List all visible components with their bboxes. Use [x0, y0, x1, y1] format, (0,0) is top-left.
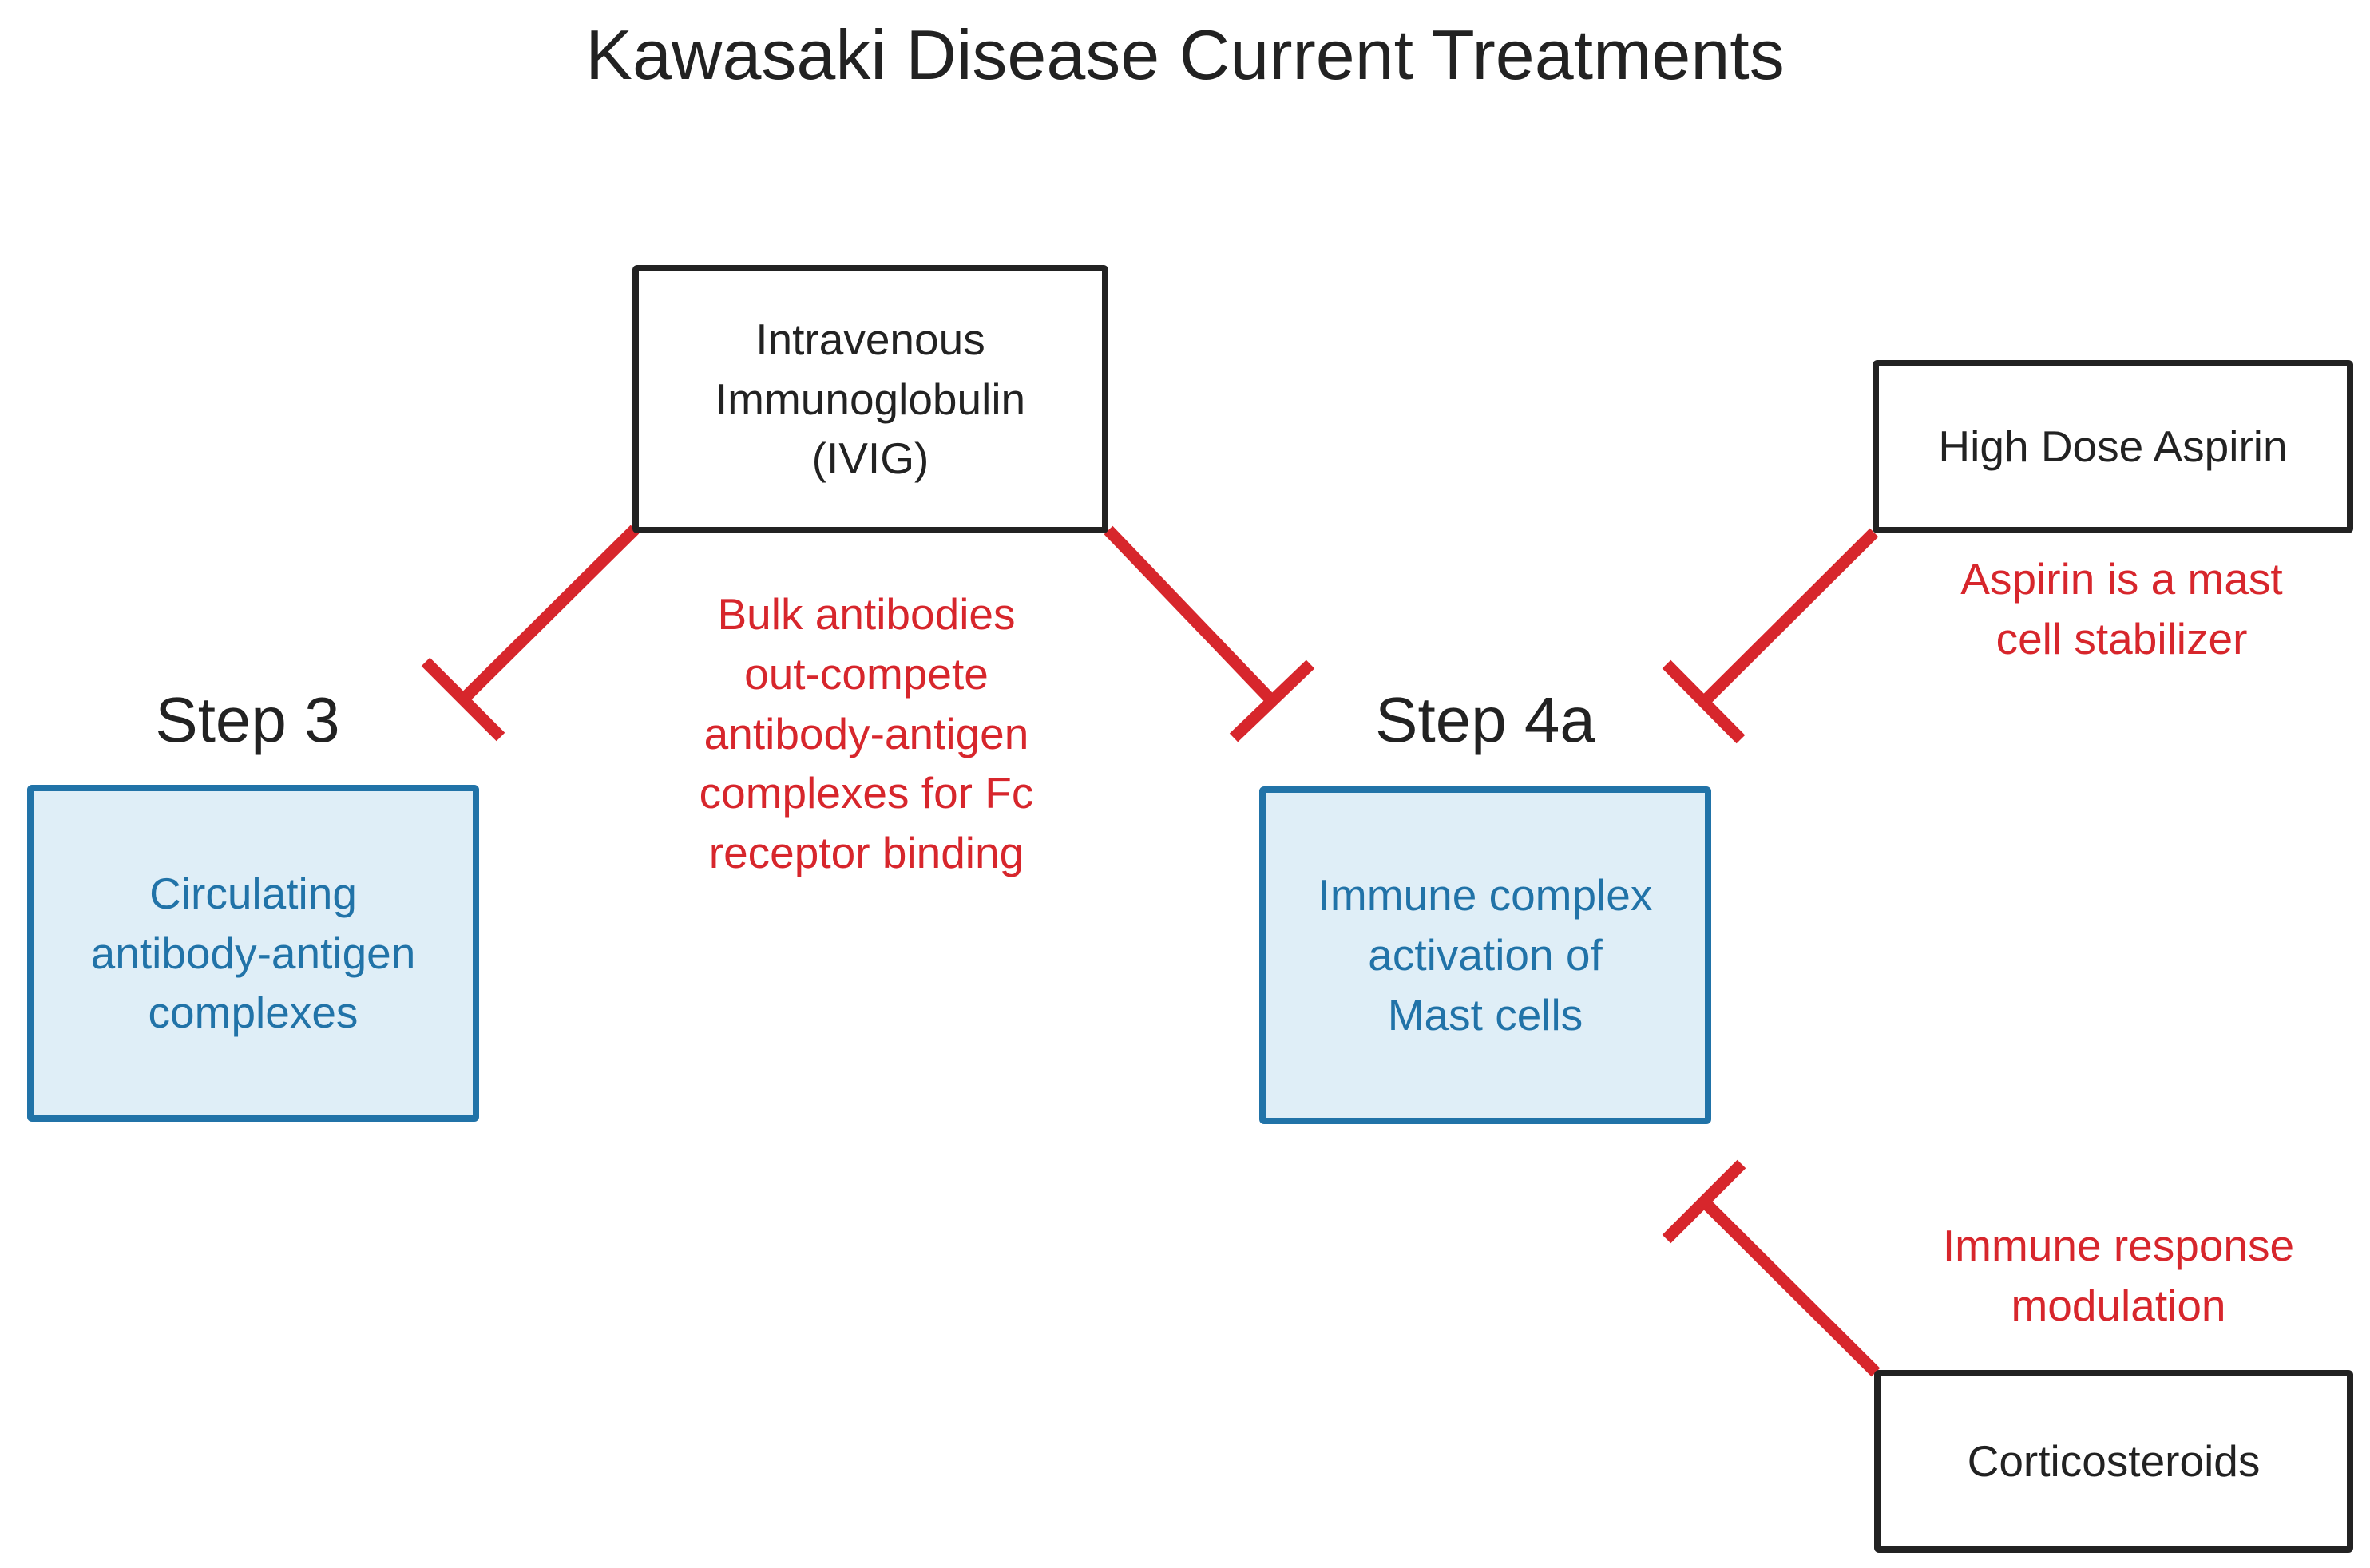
inhibition-arrow-aspirin-to-step4a [1662, 528, 1879, 744]
node-corticosteroids: Corticosteroids [1874, 1370, 2353, 1553]
inhibition-arrow-corticosteroids-to-step4a [1662, 1159, 1881, 1377]
diagram-title: Kawasaki Disease Current Treatments [585, 15, 1785, 94]
node-high-dose-aspirin: High Dose Aspirin [1873, 360, 2353, 533]
annotation-aspirin-mechanism: Aspirin is a mast cell stabilizer [1960, 554, 2283, 663]
node-step3-circulating-complexes: Circulating antibody-antigen complexes [27, 785, 479, 1122]
annotation-ivig-mechanism: Bulk antibodies out-compete antibody-ant… [699, 589, 1034, 878]
node-ivig: Intravenous Immunoglobulin (IVIG) [632, 265, 1108, 533]
step3-label: Step 3 [155, 684, 340, 755]
inhibition-arrow-ivig-to-step3 [421, 525, 640, 742]
node-step4a-mast-cell-activation: Immune complex activation of Mast cells [1259, 786, 1711, 1124]
step4a-label: Step 4a [1375, 684, 1595, 755]
inhibition-arrow-ivig-to-step4a [1104, 525, 1315, 742]
annotation-corticosteroids-mechanism: Immune response modulation [1942, 1221, 2295, 1330]
